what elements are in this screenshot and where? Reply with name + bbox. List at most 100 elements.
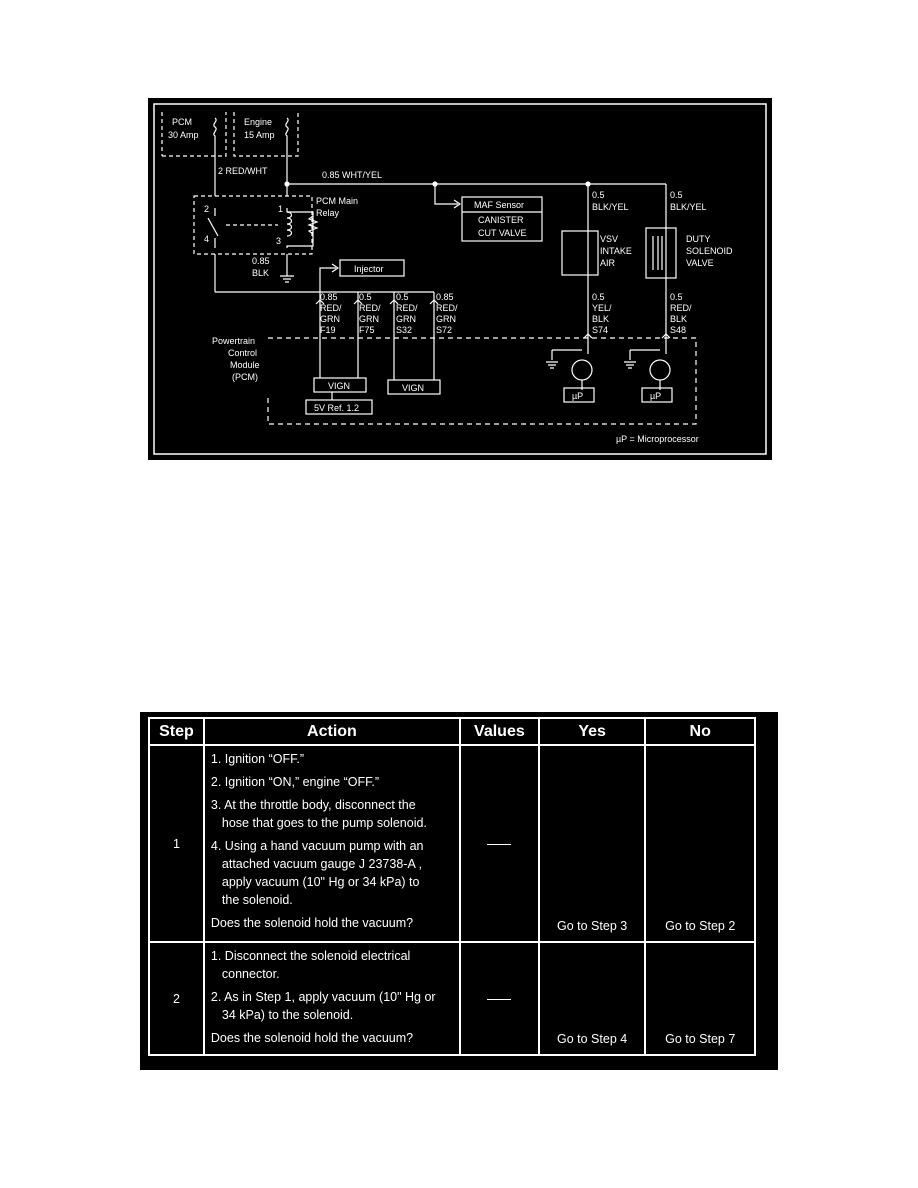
values-cell xyxy=(458,744,540,943)
ground-wire-gauge: 0.85 xyxy=(252,256,270,266)
no-result: Go to Step 7 xyxy=(665,1032,736,1046)
step-number: 2 xyxy=(148,941,205,1056)
pin-s72-color1: RED/ xyxy=(436,303,458,313)
header-no: No xyxy=(644,717,756,746)
fuse-engine-line2: 15 Amp xyxy=(244,130,275,140)
fuse-pcm-line1: PCM xyxy=(172,117,192,127)
action-cell: 1. Ignition “OFF.” 2. Ignition “ON,” eng… xyxy=(202,744,461,943)
fuse-box-pcm xyxy=(161,112,227,157)
step-number: 1 xyxy=(148,744,205,943)
pin-s48-id: S48 xyxy=(670,325,686,335)
header-yes: Yes xyxy=(537,717,647,746)
pin-f19-id: F19 xyxy=(320,325,336,335)
fuse-pcm-line2: 30 Amp xyxy=(168,130,199,140)
canister-label-1: CANISTER xyxy=(478,215,524,225)
duty-label-3: VALVE xyxy=(686,258,714,268)
pin-s48-color1: RED/ xyxy=(670,303,692,313)
diagnostic-table-panel: Step Action Values Yes No 1 1. Ignition … xyxy=(140,712,778,1070)
fuse-pcm-symbol xyxy=(213,117,217,148)
duty-label-1: DUTY xyxy=(686,234,711,244)
no-result: Go to Step 2 xyxy=(665,919,736,933)
pin-f19-gauge: 0.85 xyxy=(320,292,338,302)
vign-label-1: VIGN xyxy=(328,381,350,391)
relay-pin-3: 3 xyxy=(276,236,281,246)
relay-pin-1: 1 xyxy=(278,204,283,214)
pin-f75-id: F75 xyxy=(359,325,375,335)
vsv-wire-color: BLK/YEL xyxy=(592,202,629,212)
no-cell: Go to Step 2 xyxy=(644,744,756,943)
wire-wht-yel-label: 0.85 WHT/YEL xyxy=(322,170,382,180)
pin-s74-gauge: 0.5 xyxy=(592,292,605,302)
pin-f75-color1: RED/ xyxy=(359,303,381,313)
canister-label-2: CUT VALVE xyxy=(478,228,527,238)
pin-s48-gauge: 0.5 xyxy=(670,292,683,302)
pcm-label-3: Module xyxy=(230,360,260,370)
yes-result: Go to Step 3 xyxy=(557,919,628,933)
relay-label-1: PCM Main xyxy=(316,196,358,206)
relay-box xyxy=(193,195,313,255)
header-step: Step xyxy=(148,717,205,746)
pin-s74-color1: YEL/ xyxy=(592,303,612,313)
vsv-wire-gauge: 0.5 xyxy=(592,190,605,200)
pin-f75-color2: GRN xyxy=(359,314,379,324)
pin-s32-id: S32 xyxy=(396,325,412,335)
ground-wire-color: BLK xyxy=(252,268,269,278)
relay-pin-4: 4 xyxy=(204,234,209,244)
relay-label-2: Relay xyxy=(316,208,340,218)
fuse-box-engine xyxy=(233,112,299,157)
action-item: 2. Ignition “ON,” engine “OFF.” xyxy=(210,775,380,789)
vsv-label-2: INTAKE xyxy=(600,246,632,256)
action-item: 1. Ignition “OFF.” xyxy=(210,752,304,766)
yes-result: Go to Step 4 xyxy=(557,1032,628,1046)
vign-label-2: VIGN xyxy=(402,383,424,393)
vsv-label-1: VSV xyxy=(600,234,618,244)
header-values: Values xyxy=(458,717,540,746)
action-question: Does the solenoid hold the vacuum? xyxy=(210,1031,414,1045)
pin-s48-color2: BLK xyxy=(670,314,687,324)
wire-red-wht-label: 2 RED/WHT xyxy=(218,166,268,176)
footnote: µP = Microprocessor xyxy=(616,434,699,444)
pin-f19-color2: GRN xyxy=(320,314,340,324)
pin-f75-gauge: 0.5 xyxy=(359,292,372,302)
pin-s32-color2: GRN xyxy=(396,314,416,324)
empty-value-dash xyxy=(487,998,512,1000)
pcm-label-1: Powertrain xyxy=(212,336,255,346)
pcm-box xyxy=(267,337,697,425)
maf-canister-box xyxy=(461,196,543,242)
fuse-engine-line1: Engine xyxy=(244,117,272,127)
action-question: Does the solenoid hold the vacuum? xyxy=(210,916,414,930)
duty-wire-gauge: 0.5 xyxy=(670,190,683,200)
vsv-label-3: AIR xyxy=(600,258,616,268)
diagram-frame xyxy=(153,103,767,455)
table-row-step-1: 1 1. Ignition “OFF.” 2. Ignition “ON,” e… xyxy=(148,744,756,943)
diagnostic-table: Step Action Values Yes No 1 1. Ignition … xyxy=(148,717,756,1056)
injector-label: Injector xyxy=(354,264,384,274)
header-action: Action xyxy=(202,717,461,746)
duty-wire-color: BLK/YEL xyxy=(670,202,707,212)
duty-label-2: SOLENOID xyxy=(686,246,733,256)
relay-pin-2: 2 xyxy=(204,204,209,214)
pin-f19-color1: RED/ xyxy=(320,303,342,313)
pin-s72-gauge: 0.85 xyxy=(436,292,454,302)
ground-relay xyxy=(280,275,294,283)
microprocessor-2: µP xyxy=(650,391,661,401)
wiring-diagram: PCM 30 Amp Engine 15 Amp 2 RED/WHT 0.85 … xyxy=(148,98,772,460)
yes-cell: Go to Step 3 xyxy=(537,744,647,943)
no-cell: Go to Step 7 xyxy=(644,941,756,1056)
pin-s72-id: S72 xyxy=(436,325,452,335)
empty-value-dash xyxy=(487,843,512,845)
maf-sensor-label: MAF Sensor xyxy=(474,200,524,210)
fuse-engine-symbol xyxy=(285,117,289,148)
wiring-diagram-svg: PCM 30 Amp Engine 15 Amp 2 RED/WHT 0.85 … xyxy=(153,103,767,455)
pin-s72-color2: GRN xyxy=(436,314,456,324)
pcm-label-4: (PCM) xyxy=(232,372,258,382)
pcm-label-2: Control xyxy=(228,348,257,358)
yes-cell: Go to Step 4 xyxy=(537,941,647,1056)
pin-s32-gauge: 0.5 xyxy=(396,292,409,302)
pin-s74-color2: BLK xyxy=(592,314,609,324)
five-v-ref-label: 5V Ref. 1.2 xyxy=(314,403,359,413)
